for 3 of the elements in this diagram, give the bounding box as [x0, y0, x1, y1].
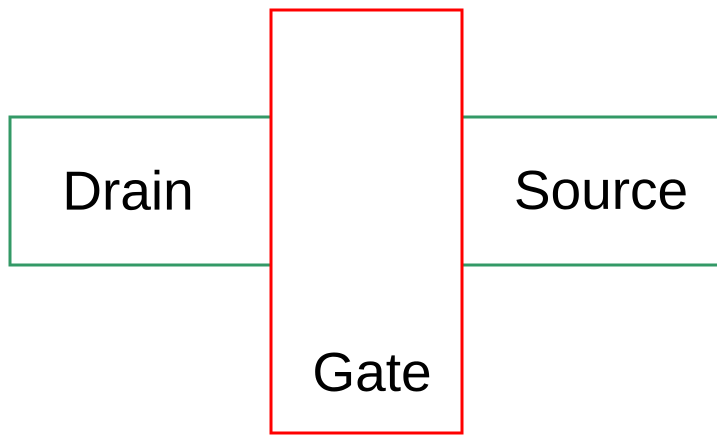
drain-region: Drain	[8, 116, 271, 266]
gate-box: Gate	[270, 8, 464, 434]
source-region: Source	[460, 116, 717, 266]
